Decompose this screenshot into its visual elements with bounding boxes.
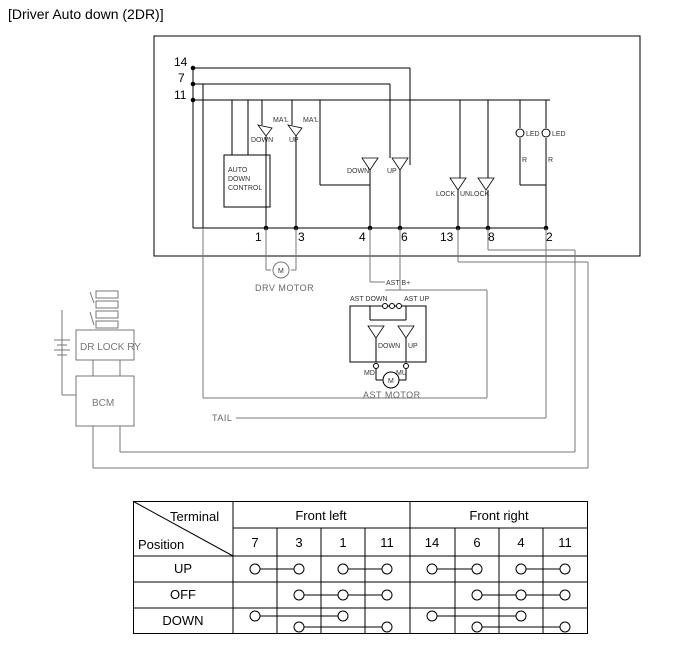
svg-text:LED: LED [526, 131, 540, 138]
auto-down-control: AUTO DOWN CONTROL [223, 154, 271, 208]
connection-dot [515, 563, 527, 575]
connection-dot [471, 589, 483, 601]
header-position: Position [138, 537, 184, 552]
terminal-label-13: 13 [440, 230, 454, 244]
svg-text:MA'L: MA'L [273, 117, 289, 124]
group-front-left: Front left [295, 508, 347, 523]
wiring-diagram: 14 7 11 MA'L DOWN MA'L UP AUTO DOWN CONT… [54, 35, 641, 469]
terminal-label-8: 8 [488, 230, 495, 244]
svg-text:M: M [388, 378, 394, 385]
row-position-label: UP [174, 561, 192, 576]
svg-text:DOWN: DOWN [347, 168, 369, 175]
connection-dot [337, 563, 349, 575]
connection-dot [337, 610, 349, 622]
group-front-right: Front right [469, 508, 529, 523]
connection-dot [337, 589, 349, 601]
svg-text:AST UP: AST UP [404, 296, 429, 303]
svg-text:R: R [548, 157, 553, 164]
dr-lock-relay: DR LOCK RY [54, 290, 141, 396]
svg-text:DRV MOTOR: DRV MOTOR [255, 283, 314, 293]
svg-text:AST DOWN: AST DOWN [350, 296, 388, 303]
terminal-label-2: 2 [546, 230, 553, 244]
terminal-header: 11 [558, 535, 572, 550]
svg-text:MA'L: MA'L [303, 117, 319, 124]
connection-dot [471, 621, 483, 633]
terminal-label-11: 11 [174, 88, 187, 102]
connection-dot [249, 563, 261, 575]
svg-text:UP: UP [408, 343, 418, 350]
page-title: [Driver Auto down (2DR)] [8, 6, 164, 22]
terminal-header: 1 [339, 535, 346, 550]
drv-motor: M DRV MOTOR [255, 228, 314, 293]
manual-switch-up: MA'L UP [287, 100, 319, 144]
row-position-label: DOWN [162, 613, 203, 628]
svg-text:LOCK: LOCK [436, 191, 455, 198]
ast-switch: AST DOWN AST B+ AST UP DOWN UP [349, 280, 429, 369]
svg-text:AST MOTOR: AST MOTOR [363, 390, 421, 400]
connection-dot [515, 589, 527, 601]
connection-dot [471, 563, 483, 575]
ast-wiring [202, 228, 589, 468]
terminal-label-3: 3 [298, 230, 305, 244]
terminal-label-6: 6 [401, 230, 408, 244]
connection-dot [515, 610, 527, 622]
row-position-label: OFF [170, 587, 196, 602]
connection-dot [381, 563, 393, 575]
terminal-header: 11 [380, 535, 394, 550]
connection-dot [381, 589, 393, 601]
connection-dot [293, 563, 305, 575]
connection-dot [293, 621, 305, 633]
svg-text:UP: UP [387, 168, 397, 175]
terminal-label-1: 1 [255, 230, 262, 244]
connection-dot [426, 610, 438, 622]
terminal-header: 6 [473, 535, 480, 550]
bcm-module: BCM [75, 375, 588, 469]
table-grid [133, 501, 588, 634]
connection-dot [559, 621, 571, 633]
lock-switch: LOCK [436, 100, 467, 228]
terminal-header: 4 [517, 535, 524, 550]
svg-text:DOWN: DOWN [251, 137, 273, 144]
terminal-label-7: 7 [178, 71, 185, 85]
connection-dot [249, 610, 261, 622]
svg-text:DOWN: DOWN [228, 176, 250, 183]
unlock-switch: UNLOCK [460, 100, 495, 228]
svg-text:AST B+: AST B+ [386, 280, 410, 287]
terminal-label-4: 4 [359, 230, 366, 244]
connection-dot [559, 563, 571, 575]
connection-dot [426, 563, 438, 575]
terminal-header: 7 [251, 535, 258, 550]
svg-text:LED: LED [552, 131, 566, 138]
connection-dot [559, 589, 571, 601]
led-indicators: LED LED R R [515, 100, 566, 228]
svg-text:M: M [278, 268, 284, 275]
manual-switch-down: MA'L DOWN [251, 100, 289, 144]
ast-motor: MD MU M AST MOTOR [363, 368, 421, 400]
svg-text:MU: MU [396, 370, 407, 377]
terminal-header: 3 [295, 535, 302, 550]
svg-text:R: R [522, 157, 527, 164]
connection-dot [293, 589, 305, 601]
switch-housing [153, 35, 641, 257]
header-terminal: Terminal [170, 509, 219, 524]
svg-text:UP: UP [289, 137, 299, 144]
window-switch-up: UP [387, 157, 409, 228]
switch-position-table: Terminal Position Front left Front right… [133, 501, 588, 634]
left-bus-lines [190, 65, 550, 229]
window-switch-down: DOWN [347, 157, 379, 228]
svg-text:UNLOCK: UNLOCK [460, 191, 490, 198]
svg-text:DOWN: DOWN [378, 343, 400, 350]
terminal-label-14: 14 [174, 55, 188, 69]
svg-text:MD: MD [364, 370, 375, 377]
terminal-header: 14 [425, 535, 439, 550]
svg-text:CONTROL: CONTROL [228, 185, 262, 192]
svg-text:AUTO: AUTO [228, 167, 248, 174]
svg-text:DR LOCK RY: DR LOCK RY [80, 342, 141, 353]
connection-dot [381, 621, 393, 633]
svg-text:BCM: BCM [92, 398, 114, 409]
tail-label: TAIL [212, 413, 232, 423]
